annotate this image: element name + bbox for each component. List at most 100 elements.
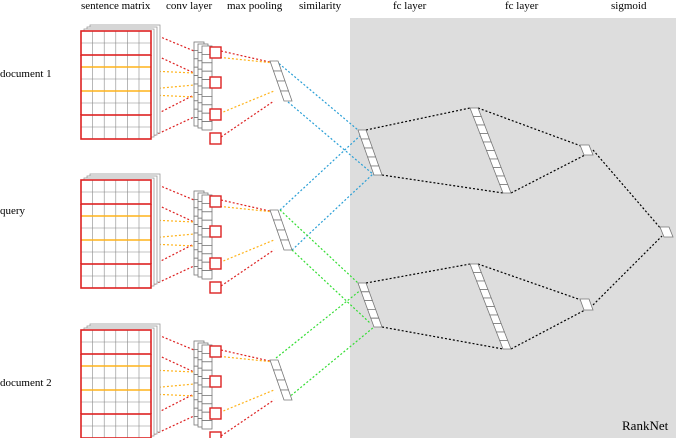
link-matrix-to-conv-orange [150,243,195,247]
header-max-pooling: max pooling [227,0,283,12]
max-pool-box [209,76,222,89]
sentence-matrix-query [80,173,161,289]
similarity-vector-document-2 [269,359,293,401]
sentence-matrix-document-2 [80,323,161,439]
header-fc-layer-1: fc layer [393,0,427,12]
header-similarity: similarity [299,0,342,12]
max-pool-box [209,345,222,358]
sigmoid-output-cell [659,226,674,238]
conv-feature-map-query-cell [201,236,213,246]
link-doc1-similarity [287,101,375,176]
ranknet-panel [350,18,676,438]
link-query-similarity-bottom [279,209,359,284]
fc-layer-1-bottom-cell [370,317,383,328]
similarity-vector-document-1-cell [279,90,293,102]
similarity-vector-query [269,209,293,251]
conv-feature-map-document-2-cell [201,394,213,405]
similarity-vector-document-1-cell [269,60,283,72]
link-fc1-to-fc2 [365,107,471,131]
fc-layer-2-bottom-cell [499,340,512,350]
header-conv-layer: conv layer [166,0,213,12]
fc-layer-1-top-cell [370,165,383,176]
branch-output-top-cell [579,144,594,156]
conv-feature-map-document-1-cell [201,121,213,131]
max-pool-box [209,46,222,59]
conv-feature-map-document-2-cell [201,386,213,396]
max-pool-box [209,195,222,208]
conv-feature-map-document-1-cell [201,87,213,97]
header-fc-layer-2: fc layer [505,0,539,12]
link-pool-to-vector-red [220,249,275,287]
label-query: query [0,205,26,217]
similarity-vector-document-2-cell [272,369,286,381]
link-pool-to-vector-orange [215,205,275,213]
link-fc2-to-output [510,309,586,350]
link-matrix-to-conv-orange [150,219,195,223]
link-pool-to-vector-red [220,399,275,437]
max-pool-box [209,407,222,420]
max-pool-box [209,225,222,238]
link-matrix-to-conv-orange [150,84,195,90]
connection-lines [150,32,663,437]
link-pool-to-vector-red [220,199,275,213]
similarity-vector-document-1 [269,60,293,102]
link-query-similarity-bottom [291,249,371,324]
fc-layer-2-top [469,107,512,194]
conv-feature-map-document-1-cell [201,62,213,72]
fc-layer-2-bottom [469,263,512,350]
max-pool-box [209,108,222,121]
conv-feature-map-query-cell [201,270,213,280]
max-pool-box [209,257,222,270]
link-pool-to-vector-orange [215,355,275,363]
conv-feature-map-document-1 [201,45,213,131]
link-pool-to-vector-orange [215,239,275,265]
branch-output-top [579,144,594,156]
link-pool-to-vector-orange [215,56,275,64]
max-pool-box [209,132,222,145]
branch-output-bottom-cell [579,298,594,311]
matrix-filter-red [80,114,152,140]
max-pool-box [209,375,222,388]
link-matrix-to-conv-orange [150,383,195,389]
similarity-vector-document-2-cell [269,359,283,371]
link-pool-to-vector-orange [215,90,275,116]
layer-blocks [80,24,674,443]
link-matrix-to-conv-orange [150,369,195,373]
link-fc1-to-fc2 [381,326,504,350]
link-matrix-to-conv-orange [150,233,195,239]
similarity-vector-document-1-cell [272,70,286,82]
link-query-similarity-top [279,133,363,211]
conv-feature-map-query-cell [201,244,213,255]
label-document-1: document 1 [0,68,52,80]
conv-feature-map-document-2-cell [201,420,213,430]
link-output-to-sigmoid [592,235,663,306]
link-pool-to-vector-red [220,349,275,363]
fc-layer-2-top-cell [499,184,512,194]
max-pool-box [209,281,222,294]
header-sigmoid: sigmoid [611,0,647,12]
branch-output-bottom [579,298,594,311]
link-matrix-to-conv-orange [150,393,195,397]
max-pool-boxes-query [209,195,222,294]
fc-layer-1-bottom [357,282,383,328]
header-sentence-matrix: sentence matrix [81,0,151,12]
link-doc1-similarity [275,60,359,131]
link-matrix-to-conv-orange [150,94,195,98]
matrix-filter-red [80,30,152,56]
link-fc1-to-fc2 [381,174,504,194]
similarity-vector-query-cell [272,219,286,231]
label-document-2: document 2 [0,377,52,389]
conv-feature-map-document-1-cell [201,96,213,106]
link-fc1-to-fc2 [365,263,471,284]
max-pool-boxes-document-1 [209,46,222,145]
max-pool-box [209,431,222,443]
link-matrix-to-conv-orange [150,70,195,74]
conv-feature-map-document-2 [201,344,213,430]
similarity-vector-document-2-cell [279,389,293,401]
similarity-vector-query-cell [276,229,290,241]
matrix-filter-red [80,179,152,205]
link-doc2-similarity [275,288,363,359]
link-pool-to-vector-red [220,50,275,64]
